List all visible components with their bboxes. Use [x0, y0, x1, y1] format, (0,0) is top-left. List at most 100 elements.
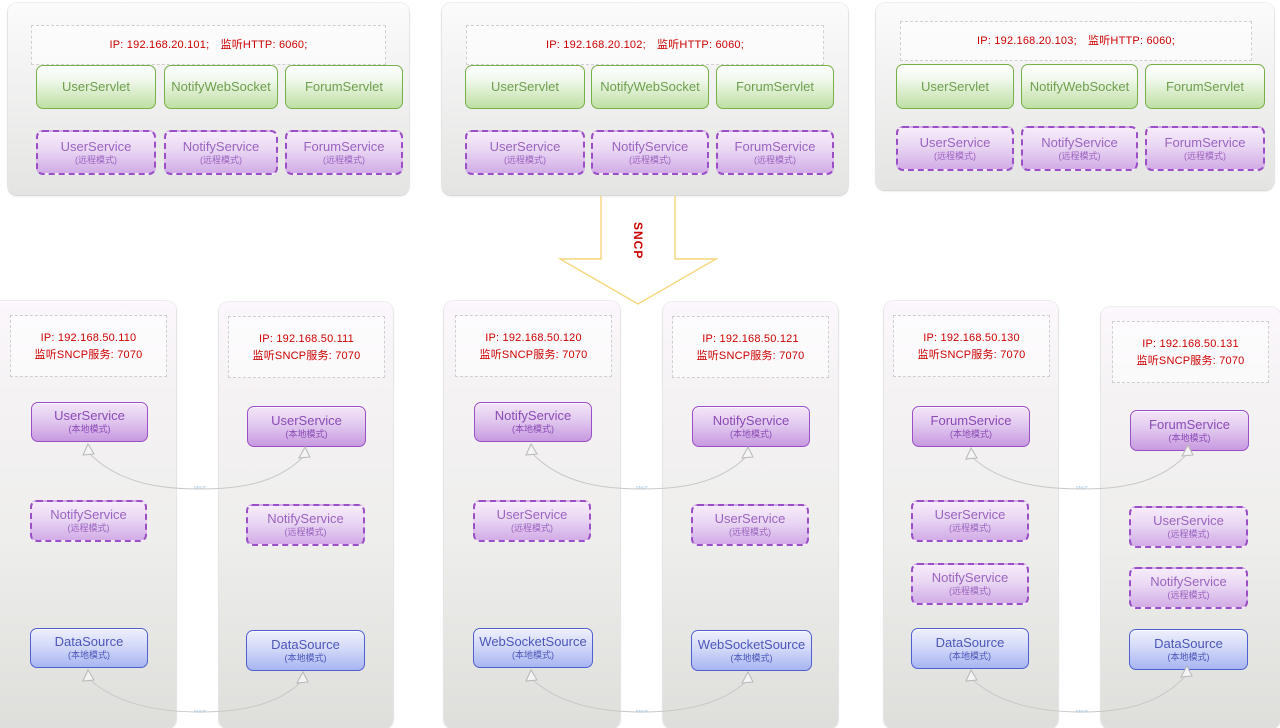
node-userservice-local[interactable]: UserService (本地模式) [31, 402, 148, 442]
node-datasource-local[interactable]: DataSource (本地模式) [30, 628, 148, 668]
node-title: UserService [271, 412, 342, 428]
servlet-box-userservlet[interactable]: UserServlet [465, 65, 585, 109]
service-box-forumservice[interactable]: ForumService (远程模式) [716, 130, 834, 175]
ip-header-line2: 监听SNCP服务: 7070 [696, 349, 805, 362]
node-forumservice-local[interactable]: ForumService (本地模式) [1130, 410, 1249, 451]
node-userservice-remote[interactable]: UserService (远程模式) [691, 504, 809, 546]
service-panel-130-ip-header: IP: 192.168.50.130 监听SNCP服务: 7070 [893, 315, 1050, 377]
ip-header-line: IP: 192.168.20.102; 监听HTTP: 6060; [546, 39, 744, 51]
service-panel-120-ip-header: IP: 192.168.50.120 监听SNCP服务: 7070 [455, 315, 612, 377]
node-title: DataSource [935, 634, 1005, 650]
node-title: UserService [54, 408, 125, 424]
node-datasource-local[interactable]: DataSource (本地模式) [1129, 629, 1248, 670]
service-box-userservice[interactable]: UserService (远程模式) [896, 126, 1014, 171]
node-title: NotifyService [494, 408, 572, 424]
node-mode: (本地模式) [68, 424, 111, 435]
servlet-box-forumservlet[interactable]: ForumServlet [285, 65, 403, 109]
node-notifyservice-local[interactable]: NotifyService (本地模式) [692, 406, 810, 447]
node-title: UserService [496, 507, 568, 523]
service-box-forumservice[interactable]: ForumService (远程模式) [1145, 126, 1265, 171]
node-title: UserServlet [491, 79, 559, 95]
sncp-arrow-label: SNCP [631, 222, 645, 260]
node-notifyservice-remote[interactable]: NotifyService (远程模式) [1129, 567, 1248, 609]
node-title: NotifyWebSocket [600, 79, 700, 95]
node-forumservice-local[interactable]: ForumService (本地模式) [912, 406, 1030, 447]
node-title: UserServlet [921, 78, 989, 94]
node-mode: (本地模式) [1167, 651, 1210, 662]
node-title: NotifyService [1041, 134, 1118, 150]
node-mode: (远程模式) [511, 523, 553, 534]
node-title: NotifyWebSocket [1029, 78, 1130, 94]
node-title: NotifyService [712, 412, 790, 428]
node-mode: (本地模式) [512, 424, 554, 435]
node-userservice-remote[interactable]: UserService (远程模式) [911, 500, 1029, 542]
node-notifyservice-remote[interactable]: NotifyService (远程模式) [246, 504, 365, 546]
node-title: NotifyService [611, 138, 689, 154]
service-panel-111: IP: 192.168.50.111 监听SNCP服务: 7070 UserSe… [219, 302, 393, 728]
service-box-userservice[interactable]: UserService (远程模式) [36, 130, 156, 175]
ip-header-line1: IP: 192.168.50.111 [259, 332, 354, 345]
link-label-sncp: SNCP [1075, 708, 1089, 714]
web-panel-3: IP: 192.168.20.103; 监听HTTP: 6060; UserSe… [876, 3, 1274, 190]
node-title: WebSocketSource [479, 634, 587, 650]
node-title: UserService [714, 511, 786, 527]
node-notifyservice-local[interactable]: NotifyService (本地模式) [474, 402, 592, 442]
servlet-box-notifywebsocket[interactable]: NotifyWebSocket [591, 65, 709, 109]
ip-header-line1: IP: 192.168.50.110 [40, 331, 137, 344]
node-title: DataSource [54, 634, 124, 650]
web-panel-1: IP: 192.168.20.101; 监听HTTP: 6060; UserSe… [8, 3, 409, 195]
node-userservice-local[interactable]: UserService (本地模式) [247, 406, 366, 447]
link-label-sncp: SNCP [635, 708, 649, 714]
ip-header-line1: IP: 192.168.50.120 [485, 331, 582, 344]
service-panel-110-ip-header: IP: 192.168.50.110 监听SNCP服务: 7070 [10, 315, 167, 377]
node-mode: (远程模式) [1058, 150, 1101, 161]
node-mode: (远程模式) [1184, 150, 1226, 161]
node-title: UserService [934, 507, 1006, 523]
node-mode: (远程模式) [629, 154, 671, 165]
service-box-userservice[interactable]: UserService (远程模式) [465, 130, 585, 175]
service-panel-131-ip-header: IP: 192.168.50.131 监听SNCP服务: 7070 [1112, 321, 1269, 383]
servlet-box-userservlet[interactable]: UserServlet [896, 64, 1014, 109]
node-datasource-local[interactable]: DataSource (本地模式) [911, 628, 1029, 669]
web-panel-1-ip-header: IP: 192.168.20.101; 监听HTTP: 6060; [31, 25, 386, 65]
link-label-sncp: SNCP [1075, 484, 1089, 490]
service-panel-110: IP: 192.168.50.110 监听SNCP服务: 7070 UserSe… [0, 301, 176, 728]
node-title: ForumService [1149, 416, 1230, 432]
service-panel-121-ip-header: IP: 192.168.50.121 监听SNCP服务: 7070 [672, 316, 829, 378]
node-userservice-remote[interactable]: UserService (远程模式) [1129, 506, 1248, 548]
servlet-box-userservlet[interactable]: UserServlet [36, 65, 156, 109]
node-websocketsource-local[interactable]: WebSocketSource (本地模式) [691, 630, 812, 671]
node-title: UserService [919, 134, 991, 150]
node-title: UserService [60, 138, 132, 154]
node-notifyservice-remote[interactable]: NotifyService (远程模式) [30, 500, 147, 542]
node-title: ForumService [930, 412, 1012, 428]
node-mode: (远程模式) [754, 154, 796, 165]
servlet-box-forumservlet[interactable]: ForumServlet [1145, 64, 1265, 109]
node-userservice-remote[interactable]: UserService (远程模式) [473, 500, 591, 542]
node-datasource-local[interactable]: DataSource (本地模式) [246, 630, 365, 671]
servlet-box-forumservlet[interactable]: ForumServlet [716, 65, 834, 109]
node-mode: (远程模式) [729, 527, 771, 538]
service-box-notifyservice[interactable]: NotifyService (远程模式) [1021, 126, 1138, 171]
node-websocketsource-local[interactable]: WebSocketSource (本地模式) [473, 628, 593, 668]
ip-header-line1: IP: 192.168.50.131 [1142, 337, 1239, 350]
ip-header-line: IP: 192.168.20.101; 监听HTTP: 6060; [109, 39, 308, 51]
servlet-box-notifywebsocket[interactable]: NotifyWebSocket [1021, 64, 1138, 109]
service-box-notifyservice[interactable]: NotifyService (远程模式) [164, 130, 278, 175]
node-mode: (本地模式) [512, 650, 554, 661]
service-box-notifyservice[interactable]: NotifyService (远程模式) [591, 130, 709, 175]
service-box-forumservice[interactable]: ForumService (远程模式) [285, 130, 403, 175]
ip-header-line2: 监听SNCP服务: 7070 [252, 349, 361, 362]
node-title: WebSocketSource [697, 636, 806, 652]
node-mode: (本地模式) [949, 650, 991, 661]
servlet-box-notifywebsocket[interactable]: NotifyWebSocket [164, 65, 278, 109]
node-mode: (远程模式) [200, 154, 242, 165]
link-label-sncp: SNCP [193, 484, 207, 490]
node-title: ForumService [303, 138, 385, 154]
service-panel-131: IP: 192.168.50.131 监听SNCP服务: 7070 ForumS… [1101, 307, 1280, 728]
web-panel-2: IP: 192.168.20.102; 监听HTTP: 6060; UserSe… [442, 3, 848, 195]
node-title: ForumServlet [1165, 78, 1245, 94]
node-mode: (本地模式) [284, 652, 327, 663]
service-panel-120: IP: 192.168.50.120 监听SNCP服务: 7070 Notify… [444, 301, 620, 728]
node-notifyservice-remote[interactable]: NotifyService (远程模式) [911, 563, 1029, 605]
